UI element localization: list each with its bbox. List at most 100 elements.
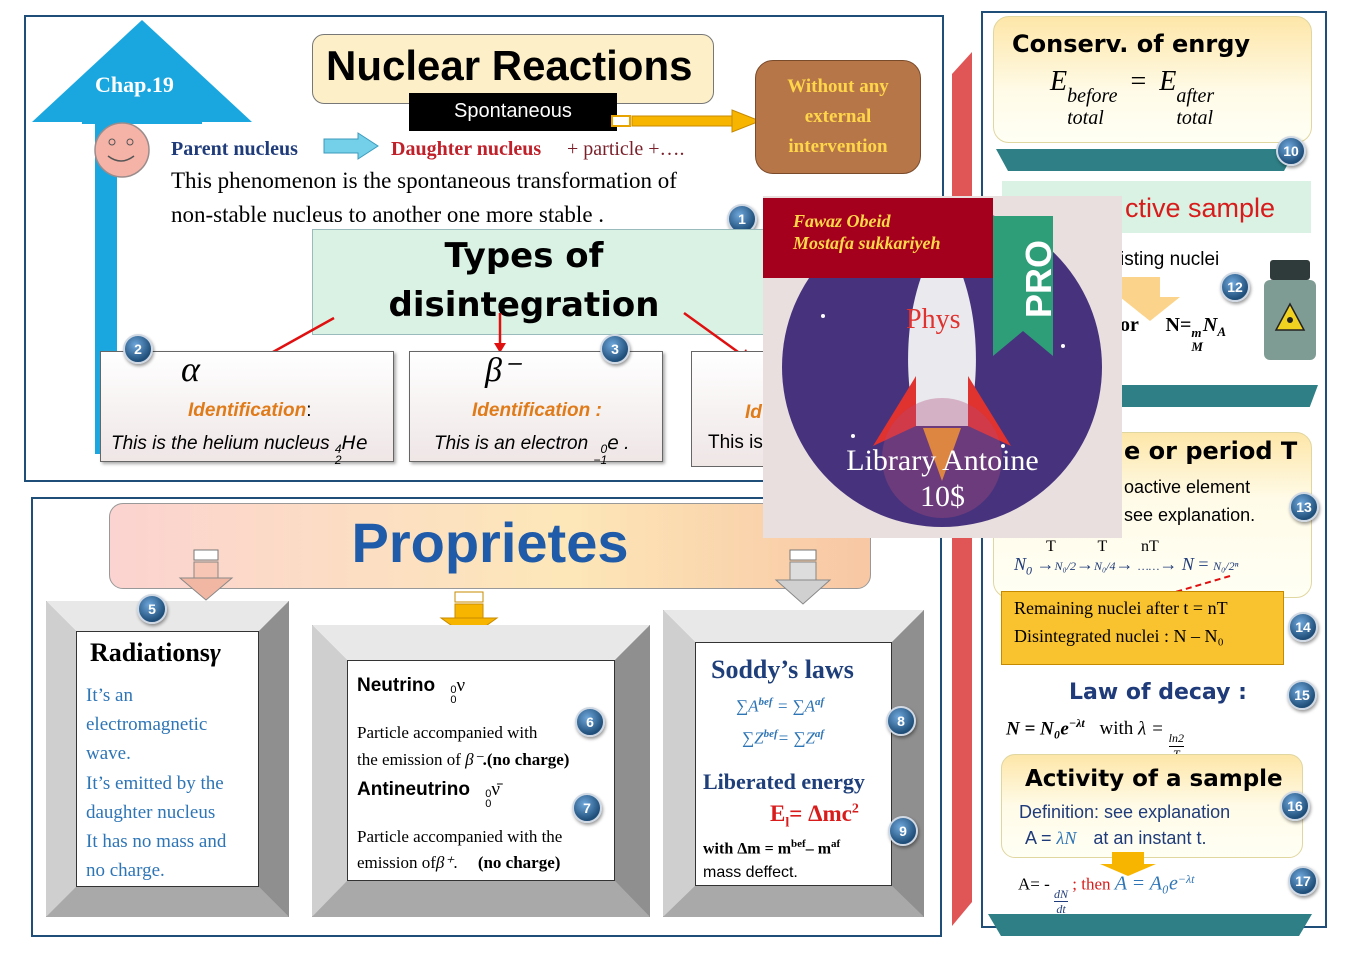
- beta-desc: This is an electron 0−1 e .: [434, 432, 630, 467]
- badge-2: 2: [123, 334, 153, 364]
- teal-band-3: [988, 914, 1312, 936]
- antineutrino-desc-2: emission ofβ⁺. (no charge): [357, 853, 561, 872]
- transform-arrow: [323, 132, 379, 160]
- library-text: Library Antoine: [846, 444, 1039, 477]
- neutrino-inner: [347, 660, 615, 881]
- pro-label: PRO: [1018, 239, 1060, 319]
- app-logo: [782, 207, 1102, 527]
- soddy-bevel: [663, 610, 924, 917]
- badge-14: 14: [1288, 612, 1318, 642]
- badge-10: 10: [1276, 136, 1306, 166]
- price-text: 10$: [920, 480, 965, 513]
- third-box: [691, 351, 771, 467]
- soddy-title: Soddy’s laws: [711, 655, 854, 684]
- badge-6: 6: [575, 707, 605, 737]
- half-life-title: e or period T: [1124, 437, 1298, 465]
- definition-line-2: non-stable nucleus to another one more s…: [171, 202, 605, 227]
- existing-nuclei: isting nuclei: [1120, 249, 1220, 270]
- badge-8: 8: [886, 706, 916, 736]
- chain: N0 →N₀/2→N₀/4→ ……→ N = N₀/2ⁿ: [1014, 554, 1239, 578]
- teal-band-2: [1112, 385, 1318, 407]
- external-text: Without any external intervention: [787, 76, 889, 157]
- n-arrow: [1120, 277, 1180, 321]
- definition-line-1: This phenomenon is the spontaneous trans…: [171, 168, 677, 193]
- badge-13: 13: [1289, 492, 1319, 522]
- neutrino-desc-1: Particle accompanied with: [357, 723, 538, 742]
- mass-deffect: mass deffect.: [703, 864, 798, 881]
- chapter-label: Chap.19: [95, 72, 174, 97]
- soddy-line-1: ∑Abef = ∑Aaf: [736, 696, 825, 716]
- app-word: Phys: [906, 304, 961, 335]
- page-title: Nuclear Reactions: [326, 42, 693, 89]
- law-formula: N = N₀e−λt with λ = ln2T: [1006, 716, 1184, 761]
- badge-16: 16: [1280, 791, 1310, 821]
- remaining-box: [1001, 591, 1284, 665]
- plus-particle: + particle +….: [567, 138, 685, 160]
- types-title-1: Types of: [444, 236, 604, 276]
- badge-3: 3: [600, 334, 630, 364]
- down-arrow-3: [774, 549, 832, 605]
- delta-m: with Δm = mbef– maf: [703, 838, 841, 858]
- beta-symbol: β⁻: [485, 352, 520, 389]
- active-sample-title: ctive sample: [1125, 193, 1276, 223]
- third-desc: This is: [708, 432, 763, 453]
- activity-arrow: [1100, 852, 1156, 876]
- third-identification: Id: [745, 402, 762, 423]
- conserv-box: [993, 16, 1312, 143]
- teal-band-1: [996, 149, 1296, 171]
- alpha-box: [100, 351, 394, 462]
- proprietes-title: Proprietes: [351, 511, 629, 574]
- beta-identification: Identification :: [472, 400, 602, 421]
- beta-box: [409, 351, 663, 462]
- alpha-symbol: α: [181, 349, 200, 389]
- radioactive-element: oactive element: [1124, 477, 1251, 497]
- activity-box: [1001, 754, 1303, 858]
- liberated-title: Liberated energy: [703, 769, 865, 794]
- authors-banner: [763, 198, 993, 278]
- authors-line-1: Fawaz Obeid: [793, 211, 891, 231]
- chain-t-labels: T T nT: [1046, 538, 1159, 555]
- activity-formula: A = λN at an instant t.: [1025, 828, 1207, 848]
- neutrino-bevel: [312, 625, 650, 917]
- spontaneous-arrow: [611, 109, 762, 133]
- radiations-bevel: [46, 601, 289, 917]
- conserv-title: Conserv. of enrgy: [1012, 30, 1251, 58]
- badge-12: 12: [1220, 272, 1250, 302]
- badge-17: 17: [1288, 866, 1318, 896]
- radiations-title: Radiationsγ: [90, 638, 221, 667]
- down-arrow-1: [178, 549, 234, 601]
- radiations-inner: [76, 631, 259, 887]
- types-title-2: disintegration: [388, 285, 660, 325]
- alpha-identification: Identification:: [188, 400, 312, 421]
- half-life-explanation: see explanation.: [1124, 505, 1256, 525]
- props-panel: [31, 497, 942, 937]
- radioactive-bottle-icon: [1264, 260, 1316, 360]
- liberated-formula: El= Δmc2: [770, 801, 859, 831]
- soddy-inner: [695, 642, 892, 886]
- antineutrino-desc-1: Particle accompanied with the: [357, 827, 563, 846]
- activity-title: Activity of a sample: [1025, 766, 1283, 792]
- neutrino-desc-2: the emission of β⁻.(no charge): [357, 750, 570, 769]
- title-box: [312, 34, 714, 104]
- badge-7: 7: [572, 793, 602, 823]
- radiations-text: It’s an electromagnetic wave. It’s emitt…: [86, 685, 227, 882]
- smiley-icon: [94, 122, 150, 178]
- parent-nucleus: Parent nucleus: [171, 138, 298, 160]
- badge-15: 15: [1287, 680, 1317, 710]
- activity-definition: Definition: see explanation: [1019, 802, 1231, 822]
- proprietes-banner: [109, 503, 871, 589]
- badge-9: 9: [888, 816, 918, 846]
- disintegrated-text: Disintegrated nuclei : N – N₀: [1014, 626, 1224, 646]
- remaining-text: Remaining nuclei after t = nT: [1014, 598, 1228, 618]
- daughter-nucleus: Daughter nucleus: [391, 138, 542, 160]
- badge-5: 5: [137, 594, 167, 624]
- external-box: [755, 60, 921, 174]
- soddy-line-2: ∑Zbef= ∑Zaf: [742, 728, 825, 748]
- spontaneous-label: Spontaneous: [409, 93, 617, 131]
